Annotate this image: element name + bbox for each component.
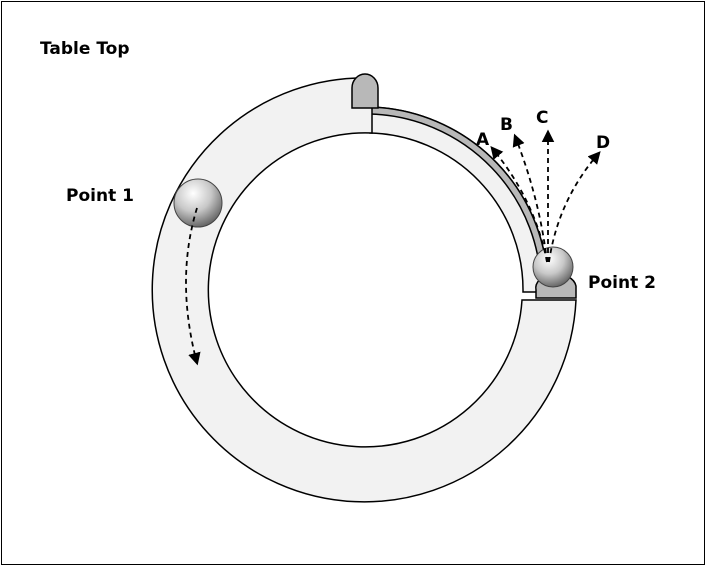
tube <box>151 77 577 503</box>
ball-point-2 <box>532 246 574 288</box>
ball-point-1 <box>173 178 223 228</box>
trajectory-a-arrow <box>490 146 548 263</box>
path-label-a: A <box>476 130 490 150</box>
tube-end-cap-top <box>351 73 379 109</box>
path-label-d: D <box>596 133 610 153</box>
path-label-b: B <box>500 115 513 135</box>
ball-1-path-arrow <box>185 207 201 366</box>
point-1-label: Point 1 <box>66 186 134 206</box>
open-channel <box>369 106 549 293</box>
trajectory-d-arrow <box>548 151 601 263</box>
title-label: Table Top <box>40 39 130 59</box>
trajectory-b-arrow <box>512 133 548 263</box>
point-2-label: Point 2 <box>588 273 656 293</box>
path-label-c: C <box>536 108 548 128</box>
